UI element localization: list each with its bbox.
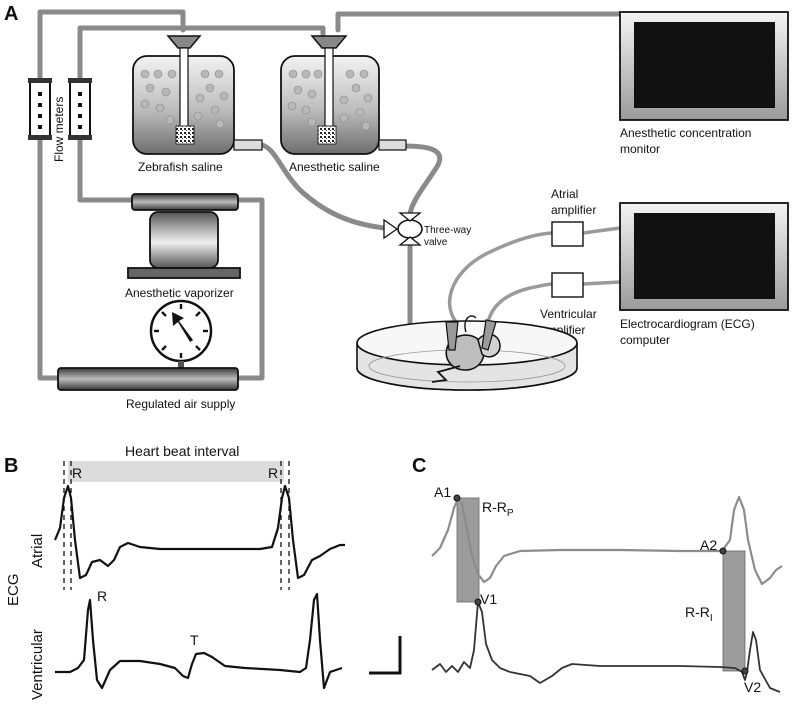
anesthetic-saline-label: Anesthetic saline (289, 160, 380, 174)
r-r-p-subscript: P (507, 508, 514, 519)
r-r-i-main: R-R (685, 604, 710, 620)
ventricular-r-label: R (97, 588, 107, 604)
three-way-valve (383, 212, 423, 246)
zebrafish-saline-label: Zebrafish saline (138, 160, 223, 174)
anesthetic-concentration-monitor (619, 11, 789, 121)
ventricular-trace-c (431, 601, 781, 693)
heart-beat-interval-bar (68, 461, 284, 482)
zebrafish-heart (431, 315, 501, 383)
a2-label: A2 (700, 537, 717, 553)
atrial-amplifier-line2: amplifier (551, 203, 596, 217)
panel-c-label: C (412, 455, 426, 477)
flow-meter-right (68, 78, 92, 140)
c-markers (453, 494, 749, 675)
monitor-label-line2: monitor (620, 142, 660, 156)
r-r-p-bar (456, 497, 480, 603)
atrial-trace-c (431, 495, 783, 586)
a2-point (719, 547, 727, 555)
pressure-gauge (149, 299, 213, 371)
monitor-label-line1: Anesthetic concentration (620, 126, 751, 140)
vaporizer-label: Anesthetic vaporizer (125, 286, 234, 300)
atrial-r-left-label: R (72, 465, 82, 481)
ventricular-amplifier (551, 272, 584, 298)
r-r-i-bar (722, 550, 746, 672)
v1-point (474, 598, 482, 606)
three-way-label-line2: valve (424, 237, 448, 248)
r-r-i-subscript: I (710, 613, 713, 624)
ecg-computer-monitor (619, 202, 789, 311)
ventricular-axis-label: Ventricular (29, 629, 46, 700)
anesthetic-saline-jar (280, 35, 407, 155)
atrial-r-right-label: R (268, 465, 278, 481)
ecg-computer-line2: computer (620, 333, 670, 347)
v1-label: V1 (480, 591, 497, 607)
v2-label: V2 (744, 679, 761, 695)
r-r-p-label: R-RP (482, 499, 514, 519)
atrial-amplifier (551, 221, 584, 247)
a1-label: A1 (434, 484, 451, 500)
atrial-ecg-trace (53, 484, 345, 580)
ecg-axis-label: ECG (5, 573, 22, 606)
v2-point (741, 667, 749, 675)
r-r-i-label: R-RI (685, 604, 713, 624)
panel-b-label: B (4, 455, 18, 477)
r-r-p-main: R-R (482, 499, 507, 515)
scale-bar (369, 636, 402, 675)
heart-beat-interval-label: Heart beat interval (125, 443, 239, 459)
flow-meters-label: Flow meters (52, 97, 66, 162)
flow-meter-left (28, 78, 52, 140)
ventricular-ecg-trace (55, 592, 343, 690)
ventricular-amplifier-line1: Ventricular (540, 307, 597, 321)
ventricular-t-label: T (190, 632, 199, 648)
ecg-computer-line1: Electrocardiogram (ECG) (620, 317, 755, 331)
zebrafish-saline-jar (132, 35, 263, 155)
a1-point (453, 494, 461, 502)
air-supply-label: Regulated air supply (126, 397, 235, 411)
three-way-label-line1: Three-way (424, 225, 471, 236)
regulated-air-supply (57, 367, 239, 391)
anesthetic-vaporizer (127, 193, 241, 279)
atrial-amplifier-line1: Atrial (551, 187, 578, 201)
atrial-axis-label: Atrial (29, 534, 46, 568)
panel-a-label: A (4, 3, 18, 25)
